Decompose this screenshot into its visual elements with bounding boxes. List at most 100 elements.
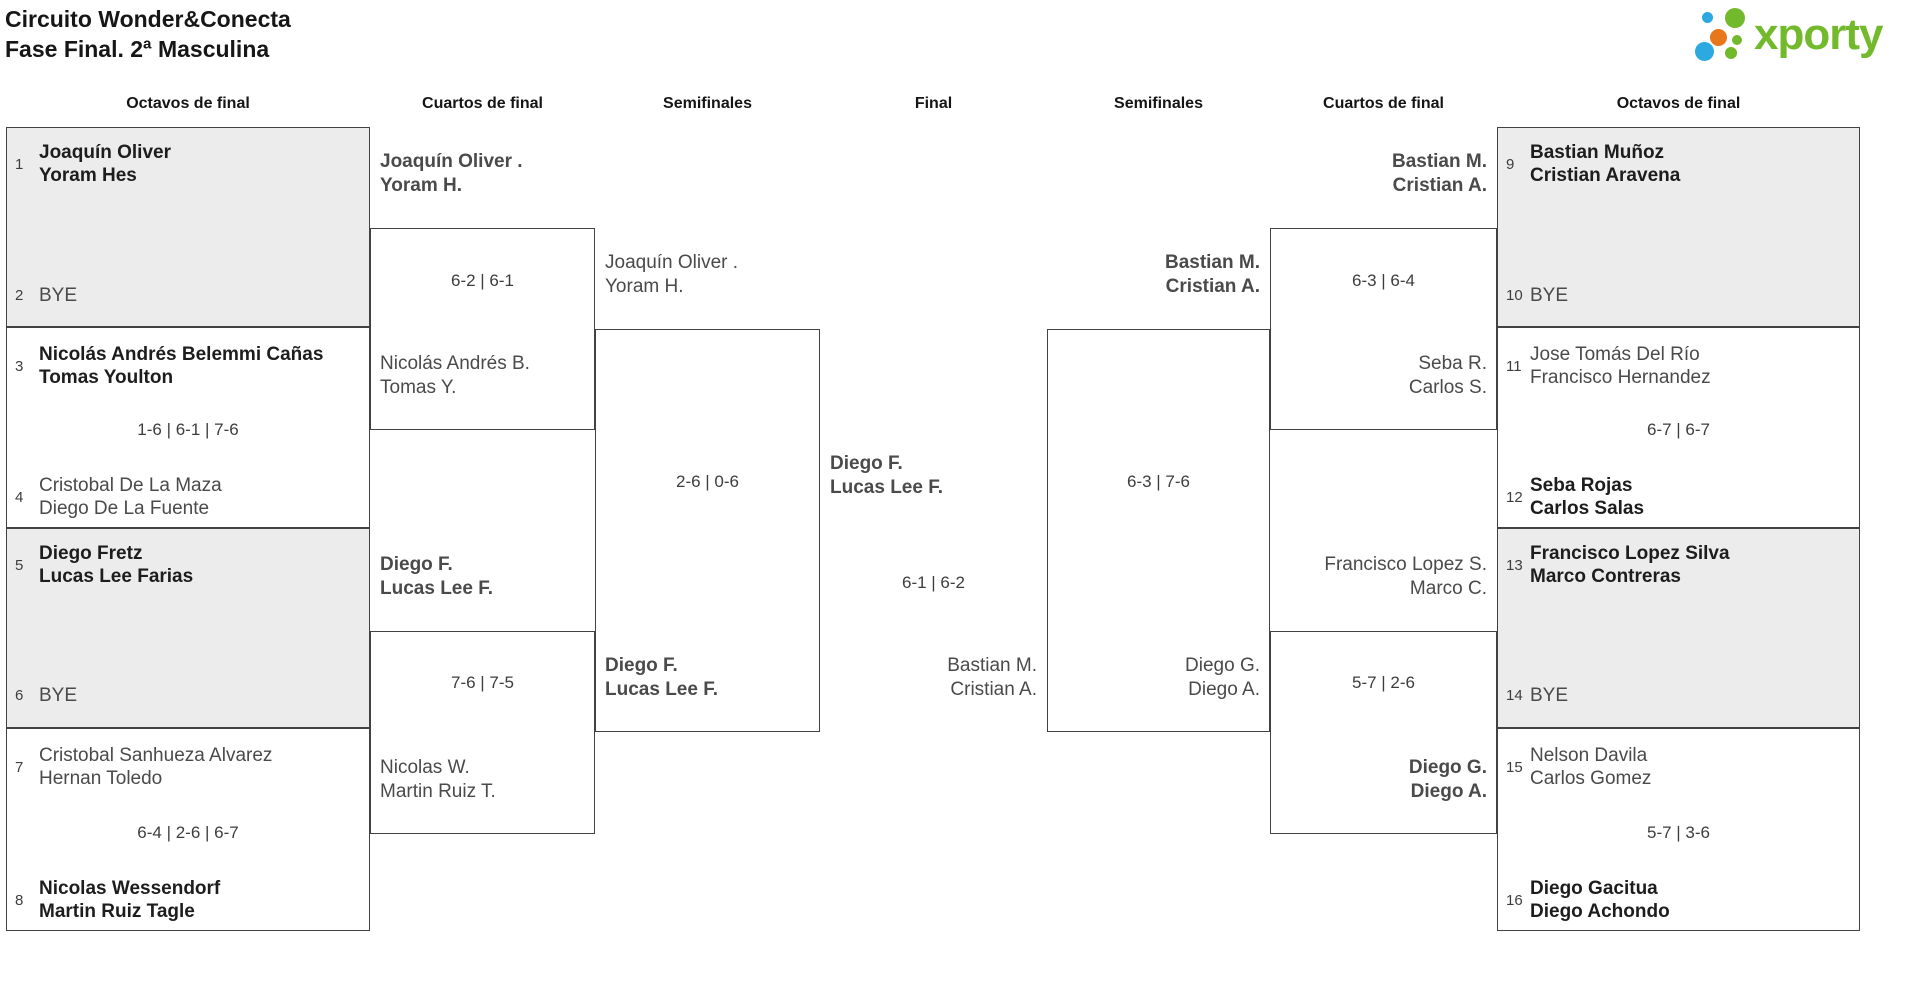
match-score: 1-6 | 6-1 | 7-6 [137,420,239,439]
player-name: Diego Achondo [1530,901,1670,922]
match-score: 6-3 | 6-4 [1351,271,1415,290]
match-score: 6-7 | 6-7 [1646,420,1710,439]
player-name: Bastian M. [1164,252,1260,273]
match-score: 2-6 | 0-6 [675,472,739,491]
player-name: Lucas Lee F. [605,679,718,700]
player-name: Marco Contreras [1530,566,1681,587]
player-name: Bastian M. [947,655,1037,676]
team-row: 10 BYE [1497,284,1860,307]
player-name: Diego Gacitua [1530,878,1658,899]
advancing-team: Bastian M.Cristian A. [1280,150,1487,198]
logo-dot-green-large [1725,8,1745,28]
player-name: Diego De La Fuente [39,498,210,519]
advancing-team: Joaquín Oliver . Yoram H. [605,251,811,299]
round-header-octavos-left: Octavos de final [126,95,250,112]
player-name: Diego F. [380,554,453,575]
final-score: 6-1 | 6-2 [901,573,965,592]
player-name: Joaquín Oliver [39,142,171,163]
player-name: Diego A. [1410,781,1487,802]
advancing-team: Diego G. Diego A. [1280,756,1487,804]
player-name: Francisco Lopez Silva [1530,543,1730,564]
round-header-cuartos-right: Cuartos de final [1323,95,1444,112]
player-name: Cristian A. [950,679,1037,700]
match-box-r16-4 [6,728,370,931]
player-name: Cristobal Sanhueza Alvarez [39,745,273,766]
advancing-team: Joaquín Oliver .Yoram H. [380,150,586,198]
player-name: Yoram H. [605,276,684,297]
match-box-r16-5 [1497,127,1860,327]
seed-number: 8 [15,891,24,909]
advancing-team: Francisco Lopez S.Marco C. [1280,553,1487,601]
player-name: Nicolas Wessendorf [39,878,221,899]
player-name: Jose Tomás Del Río [1530,344,1700,365]
logo-text: xporty [1754,10,1883,59]
xporty-logo[interactable]: xporty [1690,2,1915,68]
player-name: Cristobal De La Maza [39,475,222,496]
tournament-title: Circuito Wonder&Conecta [5,6,291,32]
tournament-subtitle: Fase Final. 2ª Masculina [5,36,270,62]
match-box-r16-6 [1497,327,1860,528]
player-name: Hernan Toledo [39,768,163,789]
seed-number: 5 [15,556,24,574]
player-name: Diego G. [1408,757,1487,778]
player-name: Joaquín Oliver . [605,252,739,273]
round-header-octavos-right: Octavos de final [1616,95,1741,112]
match-box-r16-7 [1497,528,1860,728]
advancing-team: Diego F. Lucas Lee F. [380,553,586,601]
player-name: Lucas Lee Farias [39,566,194,587]
player-name: Yoram Hes [39,165,137,186]
round-header-semis-right: Semifinales [1114,95,1203,112]
player-name: Lucas Lee F. [380,578,493,599]
round-header-final: Final [914,95,953,112]
team-row: 14 BYE [1497,684,1860,707]
match-box-qf-right-2 [1270,631,1497,834]
seed-number: 11 [1506,357,1522,375]
match-box-r16-2 [6,327,370,528]
match-score: 6-3 | 7-6 [1126,472,1190,491]
finalist-team: Bastian M. Cristian A. [830,654,1037,702]
seed-number: 13 [1506,556,1523,574]
logo-dot-green-tiny [1732,35,1742,45]
player-name: Tomas Youlton [39,367,174,388]
player-name: Marco C. [1409,578,1487,599]
match-score: 5-7 | 2-6 [1351,673,1415,692]
player-name: Joaquín Oliver . [380,151,523,172]
seed-number: 1 [15,155,24,173]
seed-number: 3 [15,357,24,375]
player-name: Cristian A. [1392,175,1487,196]
player-name: Seba R. [1418,353,1487,374]
player-name: Martin Ruiz Tagle [39,901,195,922]
seed-number: 2 [15,287,24,304]
player-name: Carlos Gomez [1530,768,1652,789]
player-name: Nicolás Andrés Belemmi Cañas [39,344,324,365]
player-name: Nicolás Andrés B. [380,353,530,374]
logo-dot-blue-small [1702,12,1713,23]
advancing-team: Diego F.Lucas Lee F. [605,654,811,702]
team-row: 6 BYE [6,684,370,707]
player-name: Carlos Salas [1530,498,1645,519]
bye-label: BYE [1530,685,1569,706]
player-name: Diego Fretz [39,543,143,564]
advancing-team: Nicolás Andrés B. Tomas Y. [380,352,586,400]
seed-number: 16 [1506,891,1523,909]
advancing-team: Seba R.Carlos S. [1280,352,1487,400]
player-name: Nelson Davila [1530,745,1648,766]
player-name: Diego G. [1185,655,1260,676]
seed-number: 15 [1506,758,1523,776]
match-box-qf-right-1 [1270,228,1497,430]
player-name: Diego A. [1188,679,1260,700]
player-name: Francisco Hernandez [1530,367,1711,388]
match-box-qf-left-1 [370,228,595,430]
player-name: Tomas Y. [380,377,457,398]
seed-number: 7 [15,758,24,776]
match-score: 7-6 | 7-5 [450,673,514,692]
